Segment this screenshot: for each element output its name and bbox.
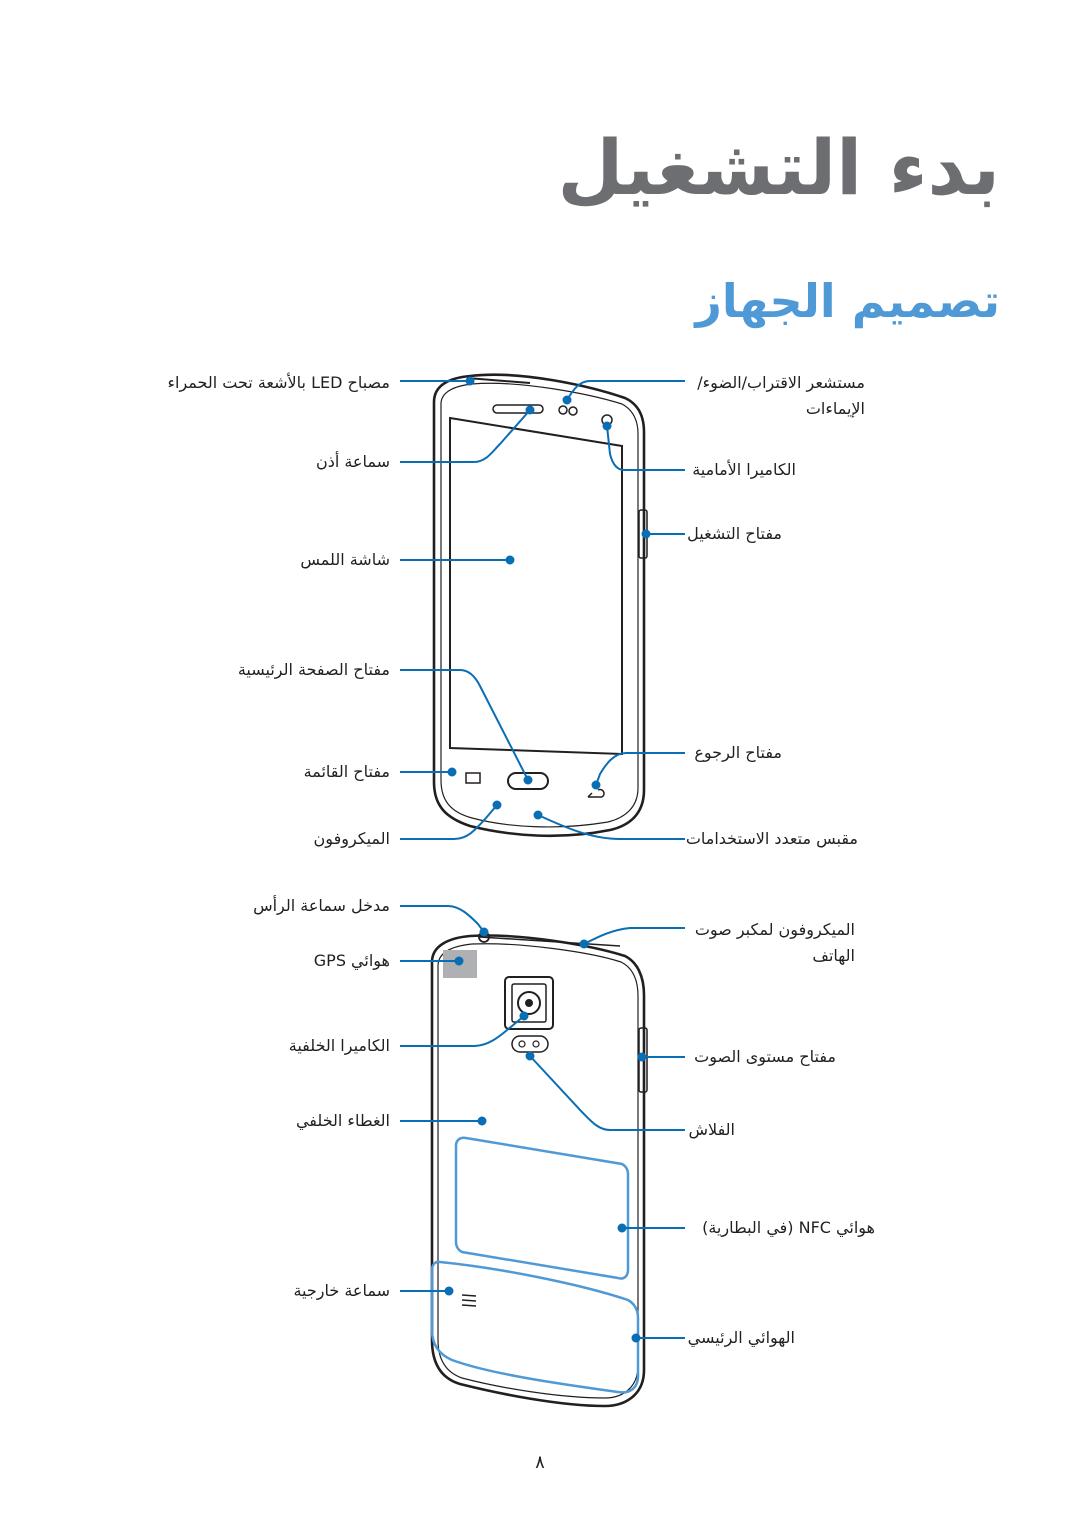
section-title: تصميم الجهاز	[695, 274, 1000, 328]
label-ir-led: مصباح LED بالأشعة تحت الحمراء	[167, 373, 390, 392]
front-phone-illustration	[432, 373, 648, 838]
label-menu-key: مفتاح القائمة	[303, 762, 390, 781]
label-power-key: مفتاح التشغيل	[687, 524, 782, 543]
chapter-title: بدء التشغيل	[557, 123, 1000, 212]
main-antenna-outline	[430, 1260, 640, 1394]
label-multipurpose-jack: مقبس متعدد الاستخدامات	[685, 829, 858, 848]
label-microphone: الميكروفون	[313, 829, 390, 848]
label-touch-screen: شاشة اللمس	[300, 550, 390, 569]
label-speaker: سماعة خارجية	[293, 1281, 390, 1300]
label-nfc-antenna: هوائي NFC (في البطارية)	[702, 1218, 875, 1237]
nfc-antenna-outline	[454, 1136, 630, 1280]
label-speakerphone-mic: الميكروفون لمكبر صوت الهاتف	[694, 920, 855, 965]
page-number: ٨	[535, 1452, 545, 1473]
back-phone-illustration	[430, 931, 648, 1408]
label-back-cover: الغطاء الخلفي	[295, 1111, 390, 1130]
label-main-antenna: الهوائي الرئيسي	[687, 1328, 795, 1347]
label-gps-antenna: هوائي GPS	[313, 951, 390, 970]
label-flash: الفلاش	[688, 1120, 736, 1139]
callout-lines	[400, 380, 685, 1339]
label-back-key: مفتاح الرجوع	[694, 743, 782, 762]
label-front-camera: الكاميرا الأمامية	[692, 460, 796, 479]
callout-endpoints	[444, 376, 651, 1343]
label-proximity-sensor: مستشعر الاقتراب/الضوء/الإيماءات	[697, 373, 865, 418]
label-home-key: مفتاح الصفحة الرئيسية	[237, 660, 390, 679]
label-earpiece: سماعة أذن	[315, 452, 390, 471]
label-rear-camera: الكاميرا الخلفية	[288, 1036, 390, 1055]
label-volume-key: مفتاح مستوى الصوت	[694, 1047, 836, 1066]
label-headset-jack: مدخل سماعة الرأس	[253, 896, 390, 915]
